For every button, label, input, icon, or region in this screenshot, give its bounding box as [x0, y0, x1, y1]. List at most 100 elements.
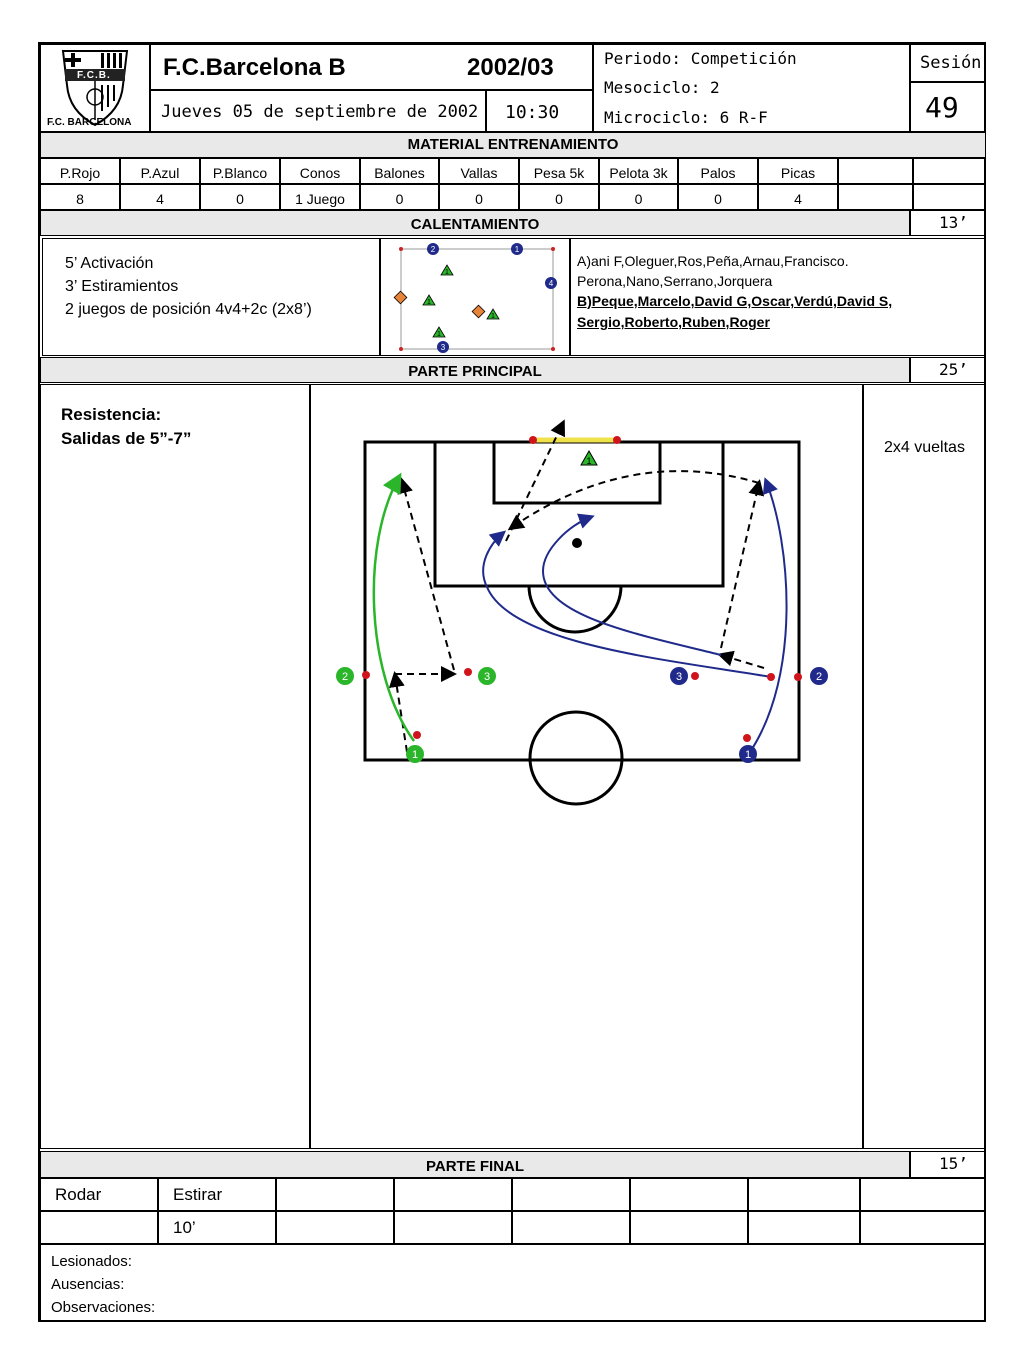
warmup-line-3: 2 juegos de posición 4v4+2c (2x8’) — [65, 301, 312, 318]
final-row2-cell-1: 10’ — [158, 1211, 276, 1244]
sesion-number-cell: 49 — [910, 82, 986, 132]
warmup-line-2: 3’ Estiramientos — [65, 278, 179, 295]
material-value-6: 0 — [519, 184, 599, 210]
svg-text:1: 1 — [445, 269, 449, 276]
material-value-3: 1 Juego — [280, 184, 360, 210]
calentamiento-duration: 13’ — [910, 210, 986, 236]
svg-text:2: 2 — [342, 671, 348, 683]
svg-text:4: 4 — [549, 279, 554, 288]
material-header-1: P.Azul — [120, 158, 200, 184]
svg-text:1: 1 — [412, 749, 418, 761]
material-value-7: 0 — [599, 184, 678, 210]
principal-diagram-cell: 1 2 3 1 3 2 — [310, 384, 863, 1149]
blue-player-2: 2 — [810, 667, 828, 685]
material-value-9: 4 — [758, 184, 838, 210]
material-header-4: Balones — [360, 158, 439, 184]
material-header-7: Pelota 3k — [599, 158, 678, 184]
svg-text:1: 1 — [491, 313, 495, 320]
warmup-blue-player-4: 4 — [545, 277, 557, 289]
material-value-5: 0 — [439, 184, 519, 210]
warmup-diagram-cell: 2 1 4 3 1 1 1 1 — [380, 238, 570, 356]
material-header-2: P.Blanco — [200, 158, 280, 184]
principal-duration: 25’ — [910, 357, 986, 383]
material-header-8: Palos — [678, 158, 758, 184]
blue-player-1: 1 — [739, 745, 757, 763]
material-title: MATERIAL ENTRENAMIENTO — [40, 132, 986, 158]
logo-box: F.C.B. F.C. BARCELONA — [40, 44, 150, 132]
svg-text:3: 3 — [441, 343, 446, 352]
svg-text:2: 2 — [431, 245, 436, 254]
green-cone: 1 — [580, 449, 598, 466]
blue-run-3 — [749, 477, 788, 753]
warmup-green-cone-2: 1 — [422, 294, 436, 306]
warmup-groups-cell: A)ani F,Oleguer,Ros,Peña,Arnau,Francisco… — [570, 238, 986, 356]
crest-text: F.C.B. — [77, 70, 111, 81]
blue-player-3: 3 — [670, 667, 688, 685]
team-name: F.C.Barcelona B — [163, 54, 346, 81]
run-right-up — [717, 650, 765, 669]
lesionados-label: Lesionados: — [51, 1253, 132, 1270]
principal-text-cell: Resistencia: Salidas de 5”-7” — [40, 384, 310, 1149]
run-left-diagonal — [397, 477, 455, 671]
final-row2-cell-2 — [276, 1211, 394, 1244]
final-row1-cell-3 — [394, 1178, 512, 1211]
final-row1-cell-4 — [512, 1178, 630, 1211]
material-header-11 — [913, 158, 986, 184]
material-value-8: 0 — [678, 184, 758, 210]
svg-text:1: 1 — [745, 749, 751, 761]
material-value-2: 0 — [200, 184, 280, 210]
final-row2-cell-6 — [748, 1211, 860, 1244]
sesion-label-cell: Sesión — [910, 44, 986, 82]
session-sheet: F.C.B. F.C. BARCELONA F.C.Barcelona B 20… — [38, 42, 986, 1322]
material-value-0: 8 — [40, 184, 120, 210]
group-a-line-2: Perona,Nano,Serrano,Jorquera — [577, 273, 773, 289]
observaciones-label: Observaciones: — [51, 1299, 156, 1316]
final-row2-cell-5 — [630, 1211, 748, 1244]
svg-text:3: 3 — [676, 671, 682, 683]
green-run — [372, 472, 416, 742]
svg-text:2: 2 — [816, 671, 822, 683]
final-row2-cell-3 — [394, 1211, 512, 1244]
final-row2-cell-0 — [40, 1211, 158, 1244]
final-row2-cell-7 — [860, 1211, 986, 1244]
final-duration: 15’ — [910, 1151, 986, 1178]
ausencias-label: Ausencias: — [51, 1276, 125, 1293]
material-header-6: Pesa 5k — [519, 158, 599, 184]
ball-icon — [572, 538, 582, 548]
svg-text:1: 1 — [515, 245, 520, 254]
group-a-line-1: A)ani F,Oleguer,Ros,Peña,Arnau,Francisco… — [577, 253, 849, 269]
session-date: Jueves 05 de septiembre de 2002 — [161, 102, 479, 122]
material-value-1: 4 — [120, 184, 200, 210]
season: 2002/03 — [467, 54, 554, 81]
material-header-0: P.Rojo — [40, 158, 120, 184]
crest-icon — [61, 50, 129, 127]
team-cell: F.C.Barcelona B 2002/03 — [150, 44, 593, 90]
group-b-line-1: B)Peque,Marcelo,David G,Oscar,Verdú,Davi… — [577, 293, 893, 309]
blue-run-2 — [541, 513, 722, 656]
warmup-blue-player-1: 1 — [511, 243, 523, 255]
final-title-text: PARTE FINAL — [425, 1158, 525, 1175]
green-player-2: 2 — [336, 667, 354, 685]
material-value-10 — [838, 184, 913, 210]
notes-cell: Lesionados: Ausencias: Observaciones: — [40, 1244, 986, 1322]
calentamiento-text-cell: 5’ Activación 3’ Estiramientos 2 juegos … — [42, 238, 380, 356]
time-cell: 10:30 — [486, 90, 593, 132]
material-value-4: 0 — [360, 184, 439, 210]
run-left-up — [388, 671, 408, 753]
principal-subheading: Salidas de 5”-7” — [61, 429, 192, 448]
sesion-label: Sesión — [920, 53, 982, 73]
material-header-5: Vallas — [439, 158, 519, 184]
warmup-orange-marker-1 — [393, 290, 408, 305]
periodo-cell: Periodo: Competición Mesociclo: 2 Microc… — [593, 44, 910, 132]
warmup-diagram: 2 1 4 3 1 1 1 1 — [393, 243, 557, 353]
group-b-line-2: Sergio,Roberto,Ruben,Roger — [577, 314, 770, 330]
svg-text:3: 3 — [484, 671, 490, 683]
warmup-green-cone-3: 1 — [486, 308, 500, 320]
svg-text:1: 1 — [427, 299, 431, 306]
final-title: PARTE FINAL — [40, 1151, 910, 1178]
final-row1-cell-0: Rodar — [40, 1178, 158, 1211]
material-header-3: Conos — [280, 158, 360, 184]
run-goal — [505, 419, 565, 542]
principal-heading: Resistencia: — [61, 405, 162, 424]
principal-title-text: PARTE PRINCIPAL — [408, 363, 542, 380]
